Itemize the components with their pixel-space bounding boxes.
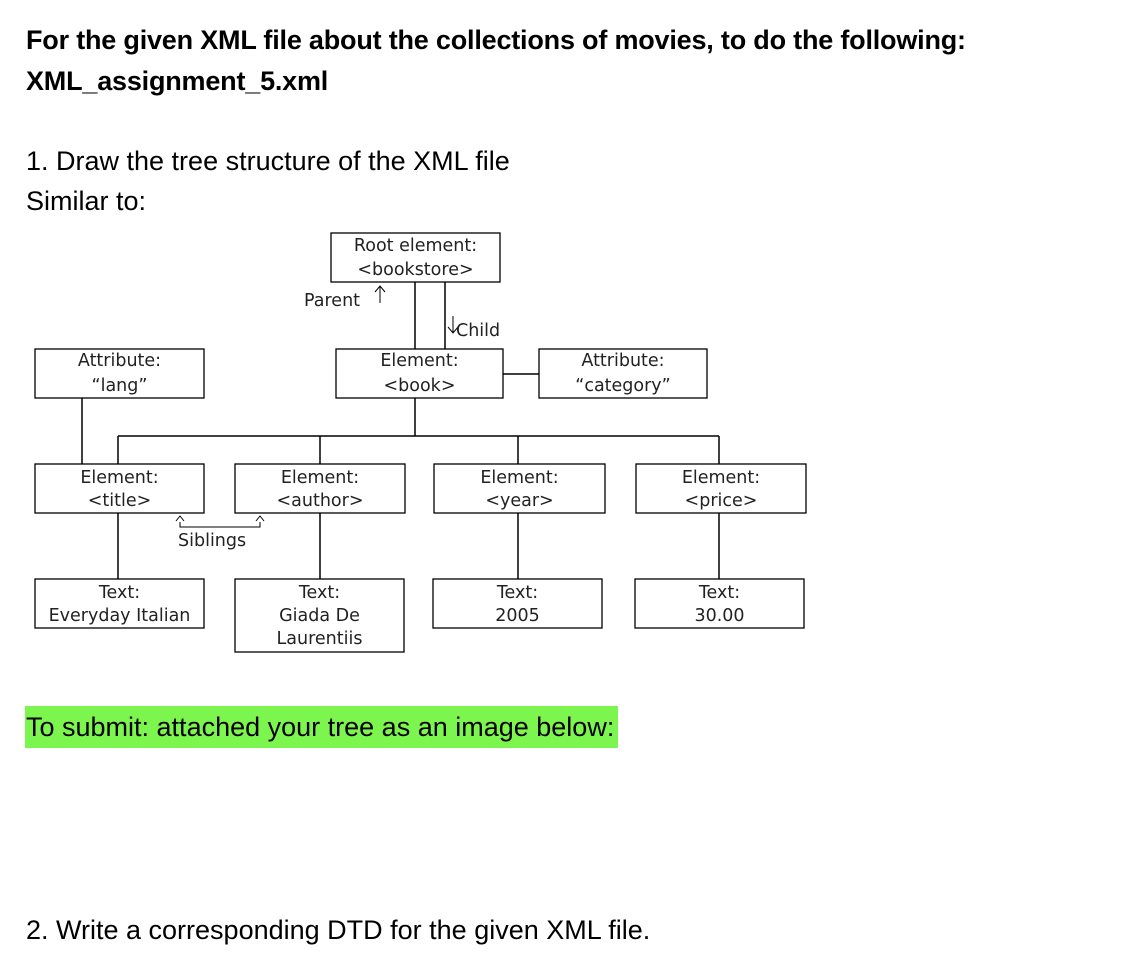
root-node-label: Root element: [354, 236, 477, 256]
title-text-value: Everyday Italian [49, 606, 191, 626]
year-text-value: 2005 [495, 606, 540, 626]
title-text-label: Text: [98, 583, 140, 603]
author-text-node: Text: Giada De Laurentiis [234, 578, 405, 653]
child-label: Child [456, 321, 500, 341]
price-text-value: 30.00 [694, 606, 744, 626]
lang-node-label: Attribute: [78, 351, 161, 371]
book-node-label: Element: [380, 351, 458, 371]
author-text-label: Text: [298, 583, 340, 603]
title-node-tag: <title> [88, 491, 152, 511]
child-arrow-icon [447, 316, 459, 334]
author-node-tag: <author> [277, 491, 364, 511]
year-text-node: Text: 2005 [432, 578, 603, 629]
author-text-value-2: Laurentiis [277, 629, 363, 649]
task-1-subtitle: Similar to: [26, 186, 147, 216]
attribute-lang-node: Attribute: “lang” [34, 348, 205, 399]
task-1-title: 1. Draw the tree structure of the XML fi… [26, 146, 510, 176]
year-text-label: Text: [496, 583, 538, 603]
title-element-node: Element: <title> [34, 463, 205, 514]
author-element-node: Element: <author> [234, 463, 406, 514]
year-element-node: Element: <year> [433, 463, 606, 514]
tree-connectors [81, 282, 720, 579]
task-2-title: 2. Write a corresponding DTD for the giv… [26, 915, 651, 945]
price-node-label: Element: [682, 468, 760, 488]
parent-label: Parent [304, 291, 360, 311]
book-node-tag: <book> [384, 376, 456, 396]
parent-arrow-icon [374, 285, 386, 303]
xml-filename: XML_assignment_5.xml [26, 66, 329, 96]
price-node-tag: <price> [685, 491, 758, 511]
author-node-label: Element: [281, 468, 359, 488]
root-node-tag: <bookstore> [357, 260, 473, 280]
author-text-value-1: Giada De [279, 606, 360, 626]
siblings-label: Siblings [178, 531, 246, 551]
title-node-label: Element: [80, 468, 158, 488]
siblings-arrow-icon [175, 515, 265, 528]
price-element-node: Element: <price> [635, 463, 807, 514]
lang-node-value: “lang” [92, 376, 148, 396]
category-node-label: Attribute: [581, 351, 664, 371]
price-text-node: Text: 30.00 [634, 578, 805, 629]
year-node-label: Element: [480, 468, 558, 488]
heading-line-1: For the given XML file about the collect… [26, 25, 966, 55]
category-node-value: “category” [575, 376, 670, 396]
root-element-node: Root element: <bookstore> [330, 232, 501, 283]
submit-instruction: To submit: attached your tree as an imag… [25, 706, 619, 748]
book-element-node: Element: <book> [335, 348, 504, 399]
attribute-category-node: Attribute: “category” [538, 348, 708, 399]
price-text-label: Text: [698, 583, 740, 603]
year-node-tag: <year> [485, 491, 553, 511]
xml-tree-diagram: Parent Child Siblings Root element: <boo… [34, 232, 807, 653]
title-text-node: Text: Everyday Italian [34, 578, 205, 629]
